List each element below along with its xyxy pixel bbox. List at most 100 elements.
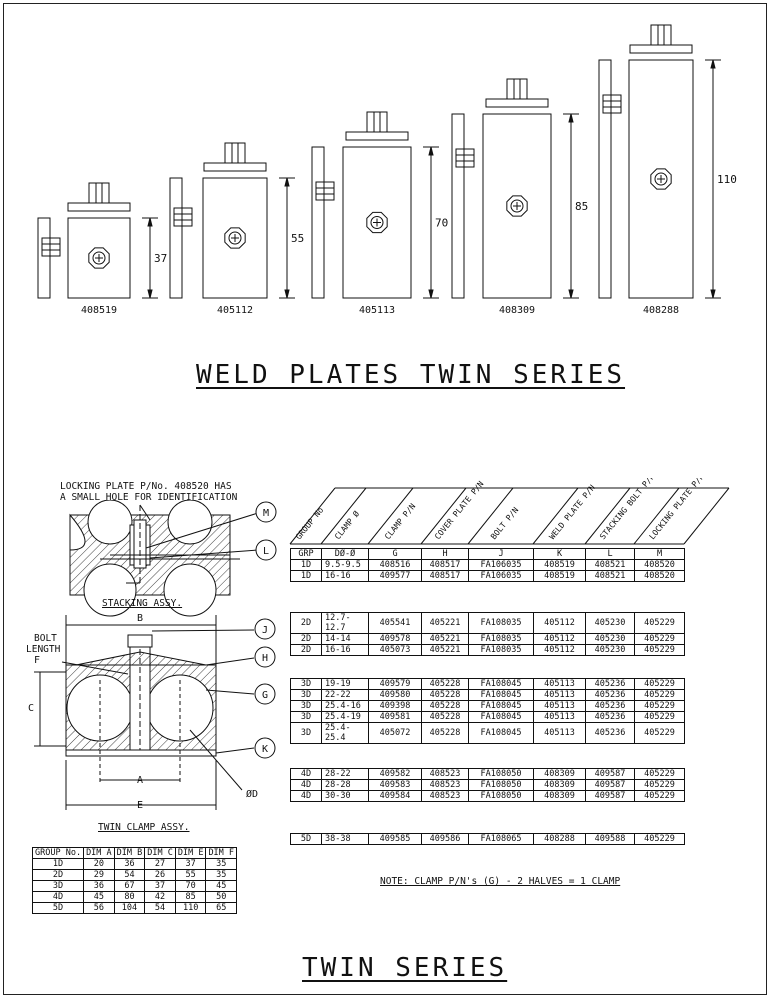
table-cell: 38-38 <box>321 833 369 845</box>
table-cell: 408521 <box>585 570 635 582</box>
slant-header-label: BOLT P/N <box>489 506 520 542</box>
svg-text:L: L <box>263 546 269 557</box>
table-cell: 27 <box>144 858 176 870</box>
table-cell: 54 <box>144 902 176 914</box>
svg-text:H: H <box>262 653 268 664</box>
table-cell: 409580 <box>368 689 422 701</box>
table-cell: FA108050 <box>468 790 534 802</box>
table-cell: 405229 <box>634 689 685 701</box>
header-cell: DIM B <box>113 847 146 859</box>
callout-m: M <box>255 501 277 523</box>
table-cell: 408520 <box>634 559 685 571</box>
table-cell: FA108035 <box>468 633 534 645</box>
svg-text:K: K <box>262 744 268 755</box>
table-cell: 22-22 <box>321 689 369 701</box>
table-cell: 50 <box>205 891 238 903</box>
stacking-note-line2: A SMALL HOLE FOR IDENTIFICATION <box>60 492 238 503</box>
weld-plate-dim: 110 <box>717 173 737 186</box>
table-cell: 45 <box>83 891 115 903</box>
table-cell: 405229 <box>634 633 685 645</box>
dim-c-label: C <box>28 703 35 714</box>
table-cell: 409587 <box>585 790 635 802</box>
table-cell: 28-22 <box>321 768 369 780</box>
table-cell: 80 <box>113 891 146 903</box>
table-cell: 37 <box>144 880 176 892</box>
table-cell: 405113 <box>533 711 586 723</box>
table-cell: 409588 <box>585 833 635 845</box>
table-cell: 4D <box>290 779 322 791</box>
table-cell: 405113 <box>533 689 586 701</box>
table-cell: FA108045 <box>468 689 534 701</box>
table-cell: 405230 <box>585 644 635 656</box>
table-cell: FA108045 <box>468 700 534 712</box>
slant-header-label: CLAMP P/N <box>383 502 417 541</box>
table-cell: 65 <box>205 902 238 914</box>
table-cell: 54 <box>113 869 146 881</box>
slant-header-label: GROUP No <box>294 506 325 542</box>
table-cell: G <box>368 548 422 560</box>
table-cell: 405073 <box>368 644 422 656</box>
twin-clamp-drawing <box>34 615 255 810</box>
table-cell: 35 <box>205 869 238 881</box>
table-cell: 5D <box>290 833 322 845</box>
table-cell: 409587 <box>585 779 635 791</box>
table-cell: 3D <box>290 678 322 690</box>
table-cell: 405072 <box>368 722 422 744</box>
table-cell: 409581 <box>368 711 422 723</box>
callout-l: L <box>255 539 277 561</box>
table-cell: 25.4-16 <box>321 700 369 712</box>
table-cell: 19-19 <box>321 678 369 690</box>
table-cell: FA108045 <box>468 722 534 744</box>
table-cell: 405236 <box>585 689 635 701</box>
slant-header-label: STACKING BOLT P/N <box>598 478 657 541</box>
table-cell: 408309 <box>533 779 586 791</box>
table-cell: 408517 <box>421 570 469 582</box>
table-cell: 42 <box>144 891 176 903</box>
header-cell: DIM E <box>174 847 207 859</box>
table-cell: 405228 <box>421 722 469 744</box>
callout-k: K <box>254 737 276 759</box>
table-cell: 14-14 <box>321 633 369 645</box>
header-cell: DIM A <box>83 847 115 859</box>
table-cell: H <box>421 548 469 560</box>
slant-header-label: WELD PLATE P/N <box>548 483 598 541</box>
svg-text:G: G <box>262 690 268 701</box>
table-cell: FA108050 <box>468 768 534 780</box>
table-cell: 405230 <box>585 633 635 645</box>
stacking-assy-label: STACKING ASSY. <box>102 598 183 609</box>
table-cell: 405229 <box>634 768 685 780</box>
table-cell: 409584 <box>368 790 422 802</box>
callout-j: J <box>254 618 276 640</box>
table-cell: 405229 <box>634 722 685 744</box>
table-cell: 2D <box>31 869 85 881</box>
table-cell: 405229 <box>634 700 685 712</box>
table-cell: 25.4-25.4 <box>321 722 369 744</box>
table-cell: 5D <box>31 902 85 914</box>
table-cell: 405230 <box>585 612 635 634</box>
table-cell: 55 <box>174 869 207 881</box>
table-cell: 4D <box>31 891 85 903</box>
table-cell: FA108045 <box>468 711 534 723</box>
table-cell: 4D <box>290 790 322 802</box>
table-cell: GRP <box>290 548 322 560</box>
callout-h: H <box>254 646 276 668</box>
svg-text:J: J <box>262 625 268 636</box>
table-cell: 20 <box>83 858 115 870</box>
table-cell: 405541 <box>368 612 422 634</box>
